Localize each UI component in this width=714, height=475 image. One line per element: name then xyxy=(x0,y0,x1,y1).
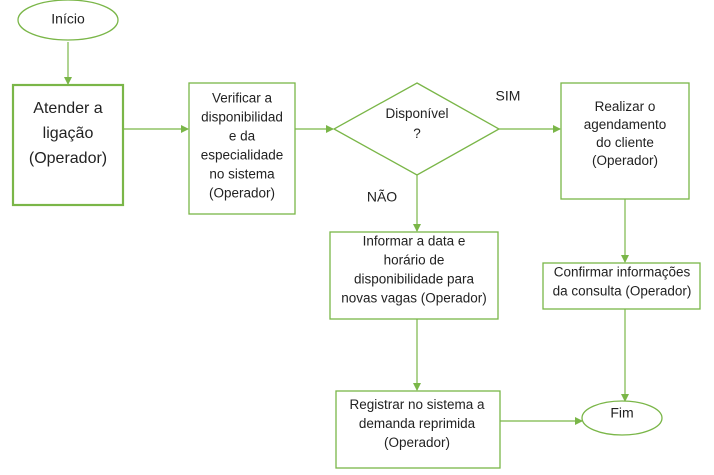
text-line: agendamento xyxy=(584,117,667,132)
text-line: Atender a xyxy=(33,100,102,117)
text-line: (Operador) xyxy=(384,435,450,450)
text-line: Registrar no sistema a xyxy=(349,397,485,412)
confirm-node: Confirmar informações da consulta (Operad… xyxy=(542,262,701,310)
confirm-text: Confirmar informações da consulta (Operad… xyxy=(553,264,692,298)
register-shape xyxy=(335,390,501,469)
decision-node: Disponível? xyxy=(332,82,501,176)
text-line: no sistema xyxy=(209,166,275,181)
answer-call-shape xyxy=(11,83,125,207)
verify-node: Verificar a disponibilidad e da especialida… xyxy=(188,82,296,215)
text-line: demanda reprimida xyxy=(359,416,476,431)
register-node: Registrar no sistema a demanda reprimida (… xyxy=(335,390,501,469)
schedule-shape xyxy=(560,82,690,200)
answer-call-text: Atender a ligação (Operador) xyxy=(29,100,107,167)
schedule-text: Realizar o agendamento do cliente (Operador… xyxy=(584,99,667,168)
inform-shape xyxy=(329,231,499,320)
start-label: Início xyxy=(51,11,85,27)
text-line: Verificar a xyxy=(212,90,273,105)
edge-label-no: NÃO xyxy=(367,189,397,205)
confirm-shape xyxy=(542,262,701,310)
text-line: disponibilidade para xyxy=(354,271,475,286)
inform-text: Informar a data e horário de disponibilida… xyxy=(341,233,487,305)
inform-node: Informar a data e horário de disponibilida… xyxy=(329,231,499,320)
text-line: e da xyxy=(229,128,256,143)
text-line: horário de xyxy=(384,252,445,267)
connectors xyxy=(64,42,629,425)
text-line: da consulta (Operador) xyxy=(553,283,692,298)
register-text: Registrar no sistema a demanda reprimida (… xyxy=(349,397,485,450)
text-line: (Operador) xyxy=(29,150,107,167)
edge-label-yes: SIM xyxy=(496,88,521,104)
verify-text: Verificar a disponibilidad e da especialida… xyxy=(201,90,284,200)
start-node: Início xyxy=(17,0,119,41)
start-shape xyxy=(17,0,119,41)
text-line: ? xyxy=(413,126,421,141)
text-line: Realizar o xyxy=(595,99,656,114)
text-line: do cliente xyxy=(596,135,654,150)
decision-shape xyxy=(332,82,501,176)
text-line: Confirmar informações xyxy=(554,264,691,279)
verify-shape xyxy=(188,82,296,215)
schedule-node: Realizar o agendamento do cliente (Operador… xyxy=(560,82,690,200)
text-line: disponibilidad xyxy=(201,109,283,124)
end-node: Fim xyxy=(581,400,663,436)
end-shape xyxy=(581,400,663,436)
text-line: ligação xyxy=(43,125,94,142)
text-line: (Operador) xyxy=(209,185,275,200)
text-line: (Operador) xyxy=(592,153,658,168)
answer-call-node: Atender a ligação (Operador) xyxy=(11,83,125,207)
end-label: Fim xyxy=(610,405,633,421)
text-line: especialidade xyxy=(201,147,284,162)
text-line: Disponível xyxy=(385,106,448,121)
text-line: novas vagas (Operador) xyxy=(341,290,487,305)
decision-text: Disponível? xyxy=(385,106,448,141)
text-line: Informar a data e xyxy=(363,233,466,248)
